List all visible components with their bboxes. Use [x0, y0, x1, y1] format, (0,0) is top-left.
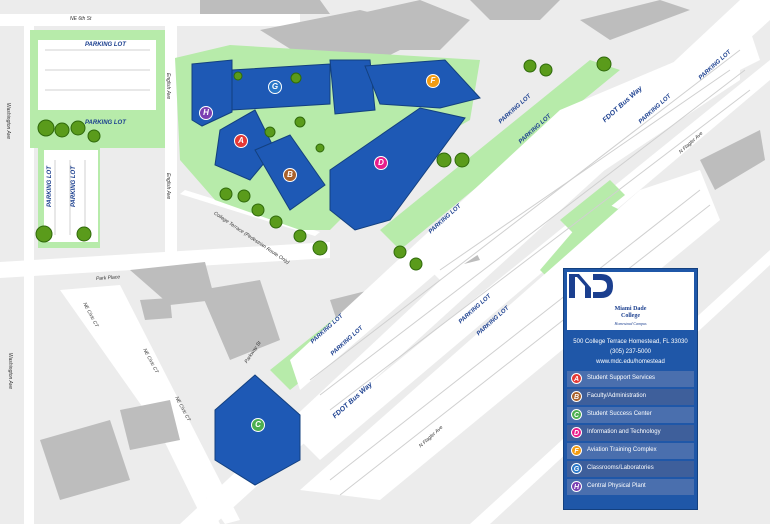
legend-item-f[interactable]: F Aviation Training Complex	[567, 443, 694, 459]
legend-item-h[interactable]: H Central Physical Plant	[567, 479, 694, 495]
building-a-badge[interactable]: A	[234, 134, 248, 148]
badge-d: D	[571, 427, 582, 438]
badge-g: G	[571, 463, 582, 474]
parking-lot-label: PARKING LOT	[85, 120, 126, 126]
legend-label: Faculty/Administration	[587, 393, 647, 399]
building-f-badge[interactable]: F	[426, 74, 440, 88]
website-link[interactable]: www.mdc.edu/homestead	[596, 359, 665, 365]
parking-lot-label: PARKING LOT	[71, 166, 77, 207]
street-label: English Ave	[165, 173, 171, 200]
address-text: 500 College Terrace Homestead, FL 33030	[573, 339, 688, 345]
phone-text: (305) 237-5000	[609, 349, 652, 355]
parking-lot-label: PARKING LOT	[85, 42, 126, 48]
street-label: English Ave	[165, 73, 171, 100]
legend-label: Classrooms/Laboratories	[587, 465, 654, 471]
street-label: Washington Ave	[7, 353, 13, 390]
logo-line-1: Miami Dade	[614, 306, 647, 312]
badge-h: H	[571, 481, 582, 492]
building-b-badge[interactable]: B	[283, 168, 297, 182]
legend-label: Central Physical Plant	[587, 483, 646, 489]
legend-label: Aviation Training Complex	[587, 447, 657, 453]
building-h-badge[interactable]: H	[199, 106, 213, 120]
logo-line-3: Homestead Campus	[614, 321, 647, 326]
logo-line-2: College	[621, 313, 640, 319]
legend-item-a[interactable]: A Student Support Services	[567, 371, 694, 387]
background-buildings	[40, 0, 765, 500]
legend-panel: Miami Dade College Homestead Campus 500 …	[563, 268, 698, 510]
parking-stripes	[45, 49, 751, 496]
legend-item-g[interactable]: G Classrooms/Laboratories	[567, 461, 694, 477]
legend-item-b[interactable]: B Faculty/Administration	[567, 389, 694, 405]
building-c-badge[interactable]: C	[251, 418, 265, 432]
street-label: NE 6th St	[70, 16, 92, 22]
parking-lot-label: PARKING LOT	[47, 166, 53, 207]
legend-item-d[interactable]: D Information and Technology	[567, 425, 694, 441]
college-logo: Miami Dade College Homestead Campus	[567, 272, 694, 330]
trees	[35, 56, 612, 271]
legend-label: Student Success Center	[587, 411, 652, 417]
legend-item-c[interactable]: C Student Success Center	[567, 407, 694, 423]
badge-a: A	[571, 373, 582, 384]
badge-c: C	[571, 409, 582, 420]
badge-b: B	[571, 391, 582, 402]
building-d-badge[interactable]: D	[374, 156, 388, 170]
legend-label: Student Support Services	[587, 375, 656, 381]
legend-label: Information and Technology	[587, 429, 661, 435]
badge-f: F	[571, 445, 582, 456]
parking-surfaces	[38, 30, 760, 500]
street-label: Washington Ave	[5, 103, 11, 140]
mdc-logo-icon	[569, 274, 613, 298]
building-g-badge[interactable]: G	[268, 80, 282, 94]
